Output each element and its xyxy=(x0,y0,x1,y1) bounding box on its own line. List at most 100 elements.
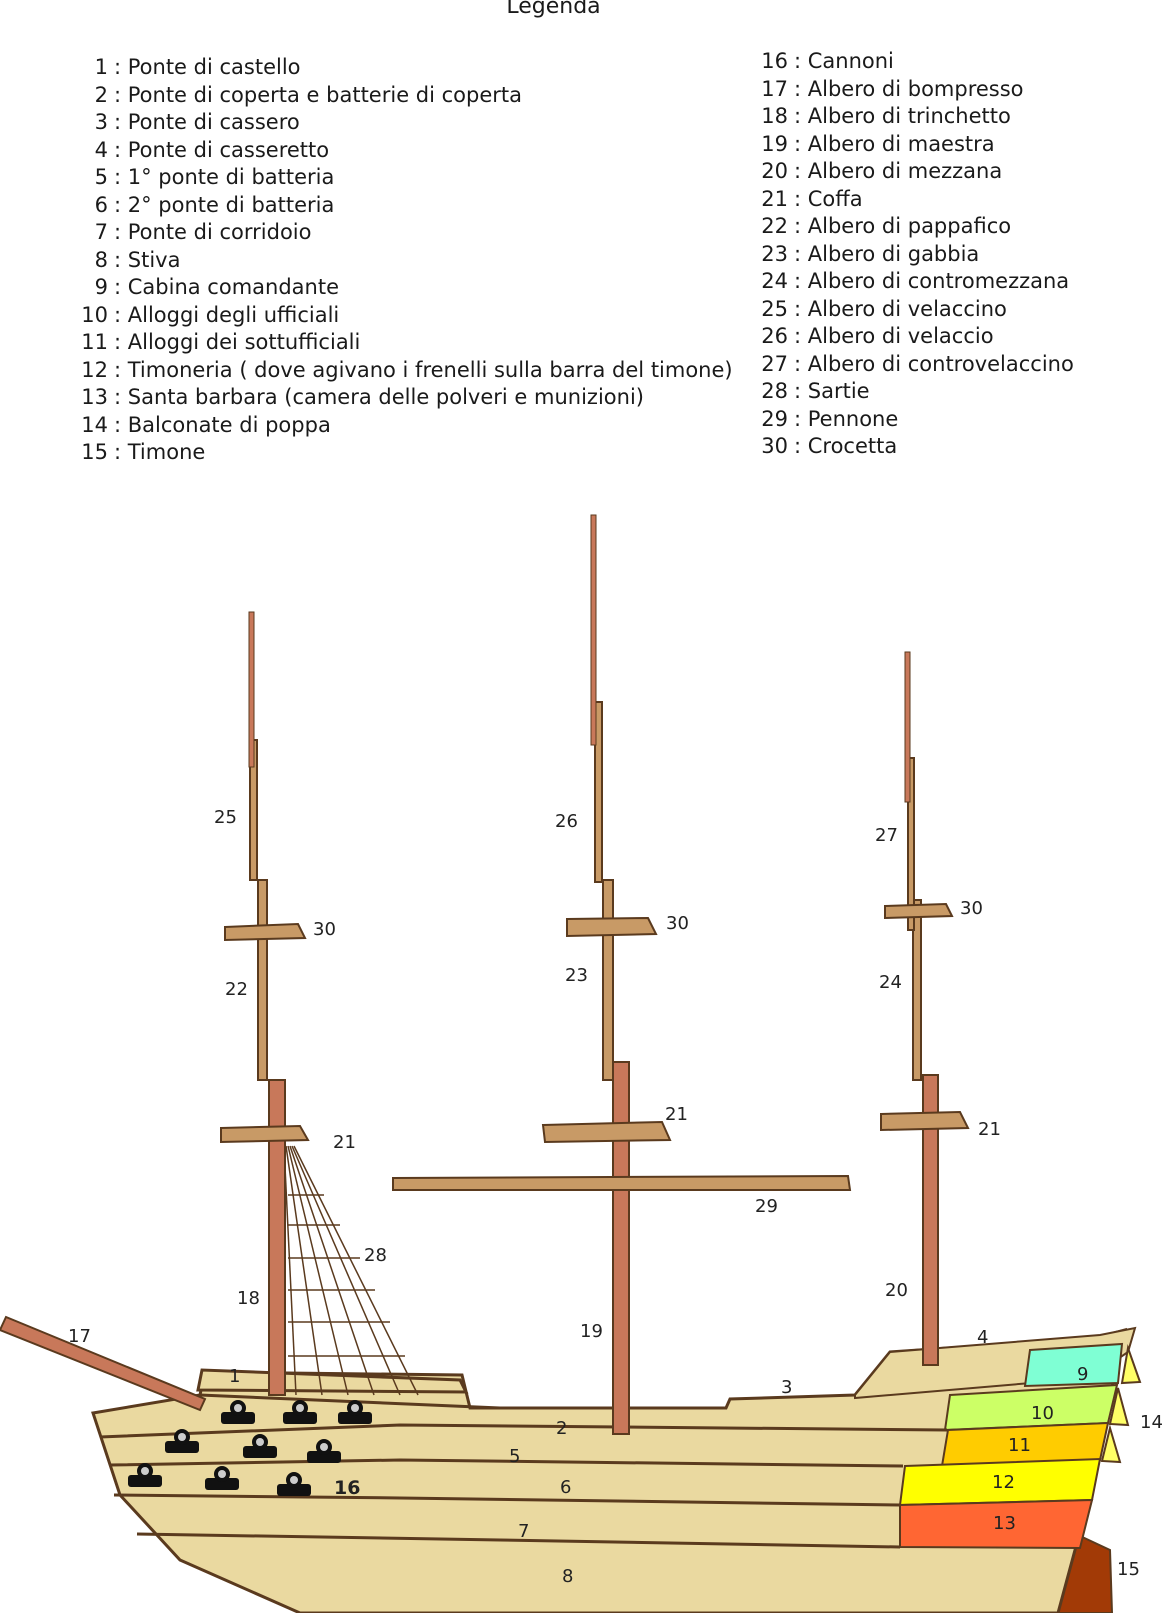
legend-text: : Ponte di corridoio xyxy=(114,220,312,244)
legend-number: 23 xyxy=(761,241,788,266)
legend-text: : Alloggi degli ufficiali xyxy=(114,302,340,327)
legend-item: 20: Albero di mezzana xyxy=(760,158,1074,186)
legend-number: 4 xyxy=(94,137,108,162)
label-15: 15 xyxy=(1117,1559,1140,1580)
legend-number: 6 xyxy=(94,192,108,217)
deck-lines xyxy=(99,1393,948,1549)
legend-text: : Cannoni xyxy=(794,49,894,73)
legend-text: : Ponte di cassero xyxy=(114,110,300,134)
label-7: 7 xyxy=(518,1521,529,1542)
label-10: 10 xyxy=(1031,1403,1054,1424)
legend-text: : Sartie xyxy=(794,379,870,403)
legend-number: 14 xyxy=(81,412,108,437)
cannon-icon xyxy=(128,1463,162,1487)
label-8: 8 xyxy=(562,1566,573,1587)
forecastle-deck xyxy=(196,1368,469,1394)
cannons xyxy=(128,1400,372,1496)
label-18: 18 xyxy=(237,1288,260,1309)
legend-number: 1 xyxy=(94,55,108,79)
label-1: 1 xyxy=(229,1366,240,1387)
label-13: 13 xyxy=(993,1513,1016,1534)
label-30-mizzen: 30 xyxy=(960,898,983,919)
fore-royal xyxy=(248,611,255,768)
legend-number: 3 xyxy=(94,110,108,134)
main-top xyxy=(541,1120,672,1144)
label-21-fore: 21 xyxy=(333,1132,356,1153)
label-21-main: 21 xyxy=(665,1104,688,1125)
legend-text: : Albero di velaccio xyxy=(794,324,994,348)
label-28: 28 xyxy=(364,1245,387,1266)
cannon-icon xyxy=(283,1400,317,1424)
legend-item: 22: Albero di pappafico xyxy=(760,213,1074,241)
legend-item: 3: Ponte di cassero xyxy=(80,109,733,137)
label-6: 6 xyxy=(560,1477,571,1498)
legend-number: 11 xyxy=(81,330,108,354)
legend-item: 12: Timoneria ( dove agivano i frenelli … xyxy=(80,357,732,385)
cabin-9 xyxy=(1023,1342,1124,1388)
legend-text: : Balconate di poppa xyxy=(114,412,331,437)
cannon-icon xyxy=(221,1400,255,1424)
label-11: 11 xyxy=(1008,1435,1031,1456)
legend-text: : Albero di pappafico xyxy=(794,214,1012,238)
label-21-mizzen: 21 xyxy=(978,1119,1001,1140)
legend-number: 24 xyxy=(761,269,788,293)
legend-number: 19 xyxy=(761,131,788,156)
legend-item: 17: Albero di bompresso xyxy=(760,76,1074,104)
legend-item: 14: Balconate di poppa xyxy=(80,412,733,440)
legend-text: : Albero di bompresso xyxy=(794,76,1024,101)
legend-number: 27 xyxy=(761,351,788,376)
legend-item: 6: 2° ponte di batteria xyxy=(80,192,733,220)
legend-number: 5 xyxy=(94,165,108,189)
legend-number: 22 xyxy=(761,214,788,238)
mizzen-crosstree xyxy=(884,902,954,920)
balcony xyxy=(1100,1424,1122,1464)
legend-number: 26 xyxy=(761,324,788,348)
label-29: 29 xyxy=(755,1196,778,1217)
legend-title: Legenda xyxy=(506,0,601,19)
legend-text: : Albero di controvelaccino xyxy=(794,351,1074,376)
legend-number: 21 xyxy=(761,186,788,211)
label-26: 26 xyxy=(555,811,578,832)
fore-crosstree xyxy=(224,922,307,942)
label-27: 27 xyxy=(875,825,898,846)
legend-number: 7 xyxy=(94,220,108,244)
legend-item: 26: Albero di velaccio xyxy=(760,323,1074,351)
legend-text: : Coffa xyxy=(794,186,863,211)
legend-text: : Ponte di coperta e batterie di coperta xyxy=(114,82,523,107)
legend-item: 18: Albero di trinchetto xyxy=(760,103,1074,131)
main-mast xyxy=(612,1061,630,1435)
legend-item: 13: Santa barbara (camera delle polveri … xyxy=(80,384,733,412)
label-23: 23 xyxy=(565,965,588,986)
legend-item: 2: Ponte di coperta e batterie di copert… xyxy=(80,82,733,110)
label-14: 14 xyxy=(1140,1412,1163,1433)
legend-text: : Albero di contromezzana xyxy=(794,269,1070,293)
label-4: 4 xyxy=(977,1327,988,1348)
legend-number: 29 xyxy=(761,406,788,431)
legend-text: : Alloggi dei sottufficiali xyxy=(114,330,361,354)
legend-text: : 1° ponte di batteria xyxy=(114,165,335,189)
legend-list-left: 1: Ponte di castello 2: Ponte di coperta… xyxy=(80,54,733,467)
legend-item: 23: Albero di gabbia xyxy=(760,241,1074,269)
legend-text: : Timone xyxy=(114,440,206,464)
main-topgallant xyxy=(594,701,603,883)
legend-number: 17 xyxy=(761,76,788,101)
legend-number: 20 xyxy=(761,159,788,183)
legend-text: : Albero di mezzana xyxy=(794,159,1003,183)
legend-text: : Ponte di casseretto xyxy=(114,137,330,162)
diagram-labels: 1 2 3 4 5 6 7 8 9 10 11 12 13 14 15 16 1… xyxy=(68,807,1163,1587)
label-17: 17 xyxy=(68,1326,91,1347)
legend-text: : Ponte di castello xyxy=(114,55,301,79)
legend-item: 1: Ponte di castello xyxy=(80,54,733,82)
main-crosstree xyxy=(566,916,658,938)
mizzen-mast xyxy=(922,1074,939,1366)
label-5: 5 xyxy=(509,1446,520,1467)
cannon-icon xyxy=(165,1429,199,1453)
legend-item: 19: Albero di maestra xyxy=(760,131,1074,159)
fore-topmast xyxy=(257,879,268,1081)
legend-item: 15: Timone xyxy=(80,439,733,467)
label-9: 9 xyxy=(1077,1364,1088,1385)
cannon-icon xyxy=(307,1439,341,1463)
legend-number: 12 xyxy=(81,357,108,382)
mizzen-topgallant xyxy=(907,757,915,931)
